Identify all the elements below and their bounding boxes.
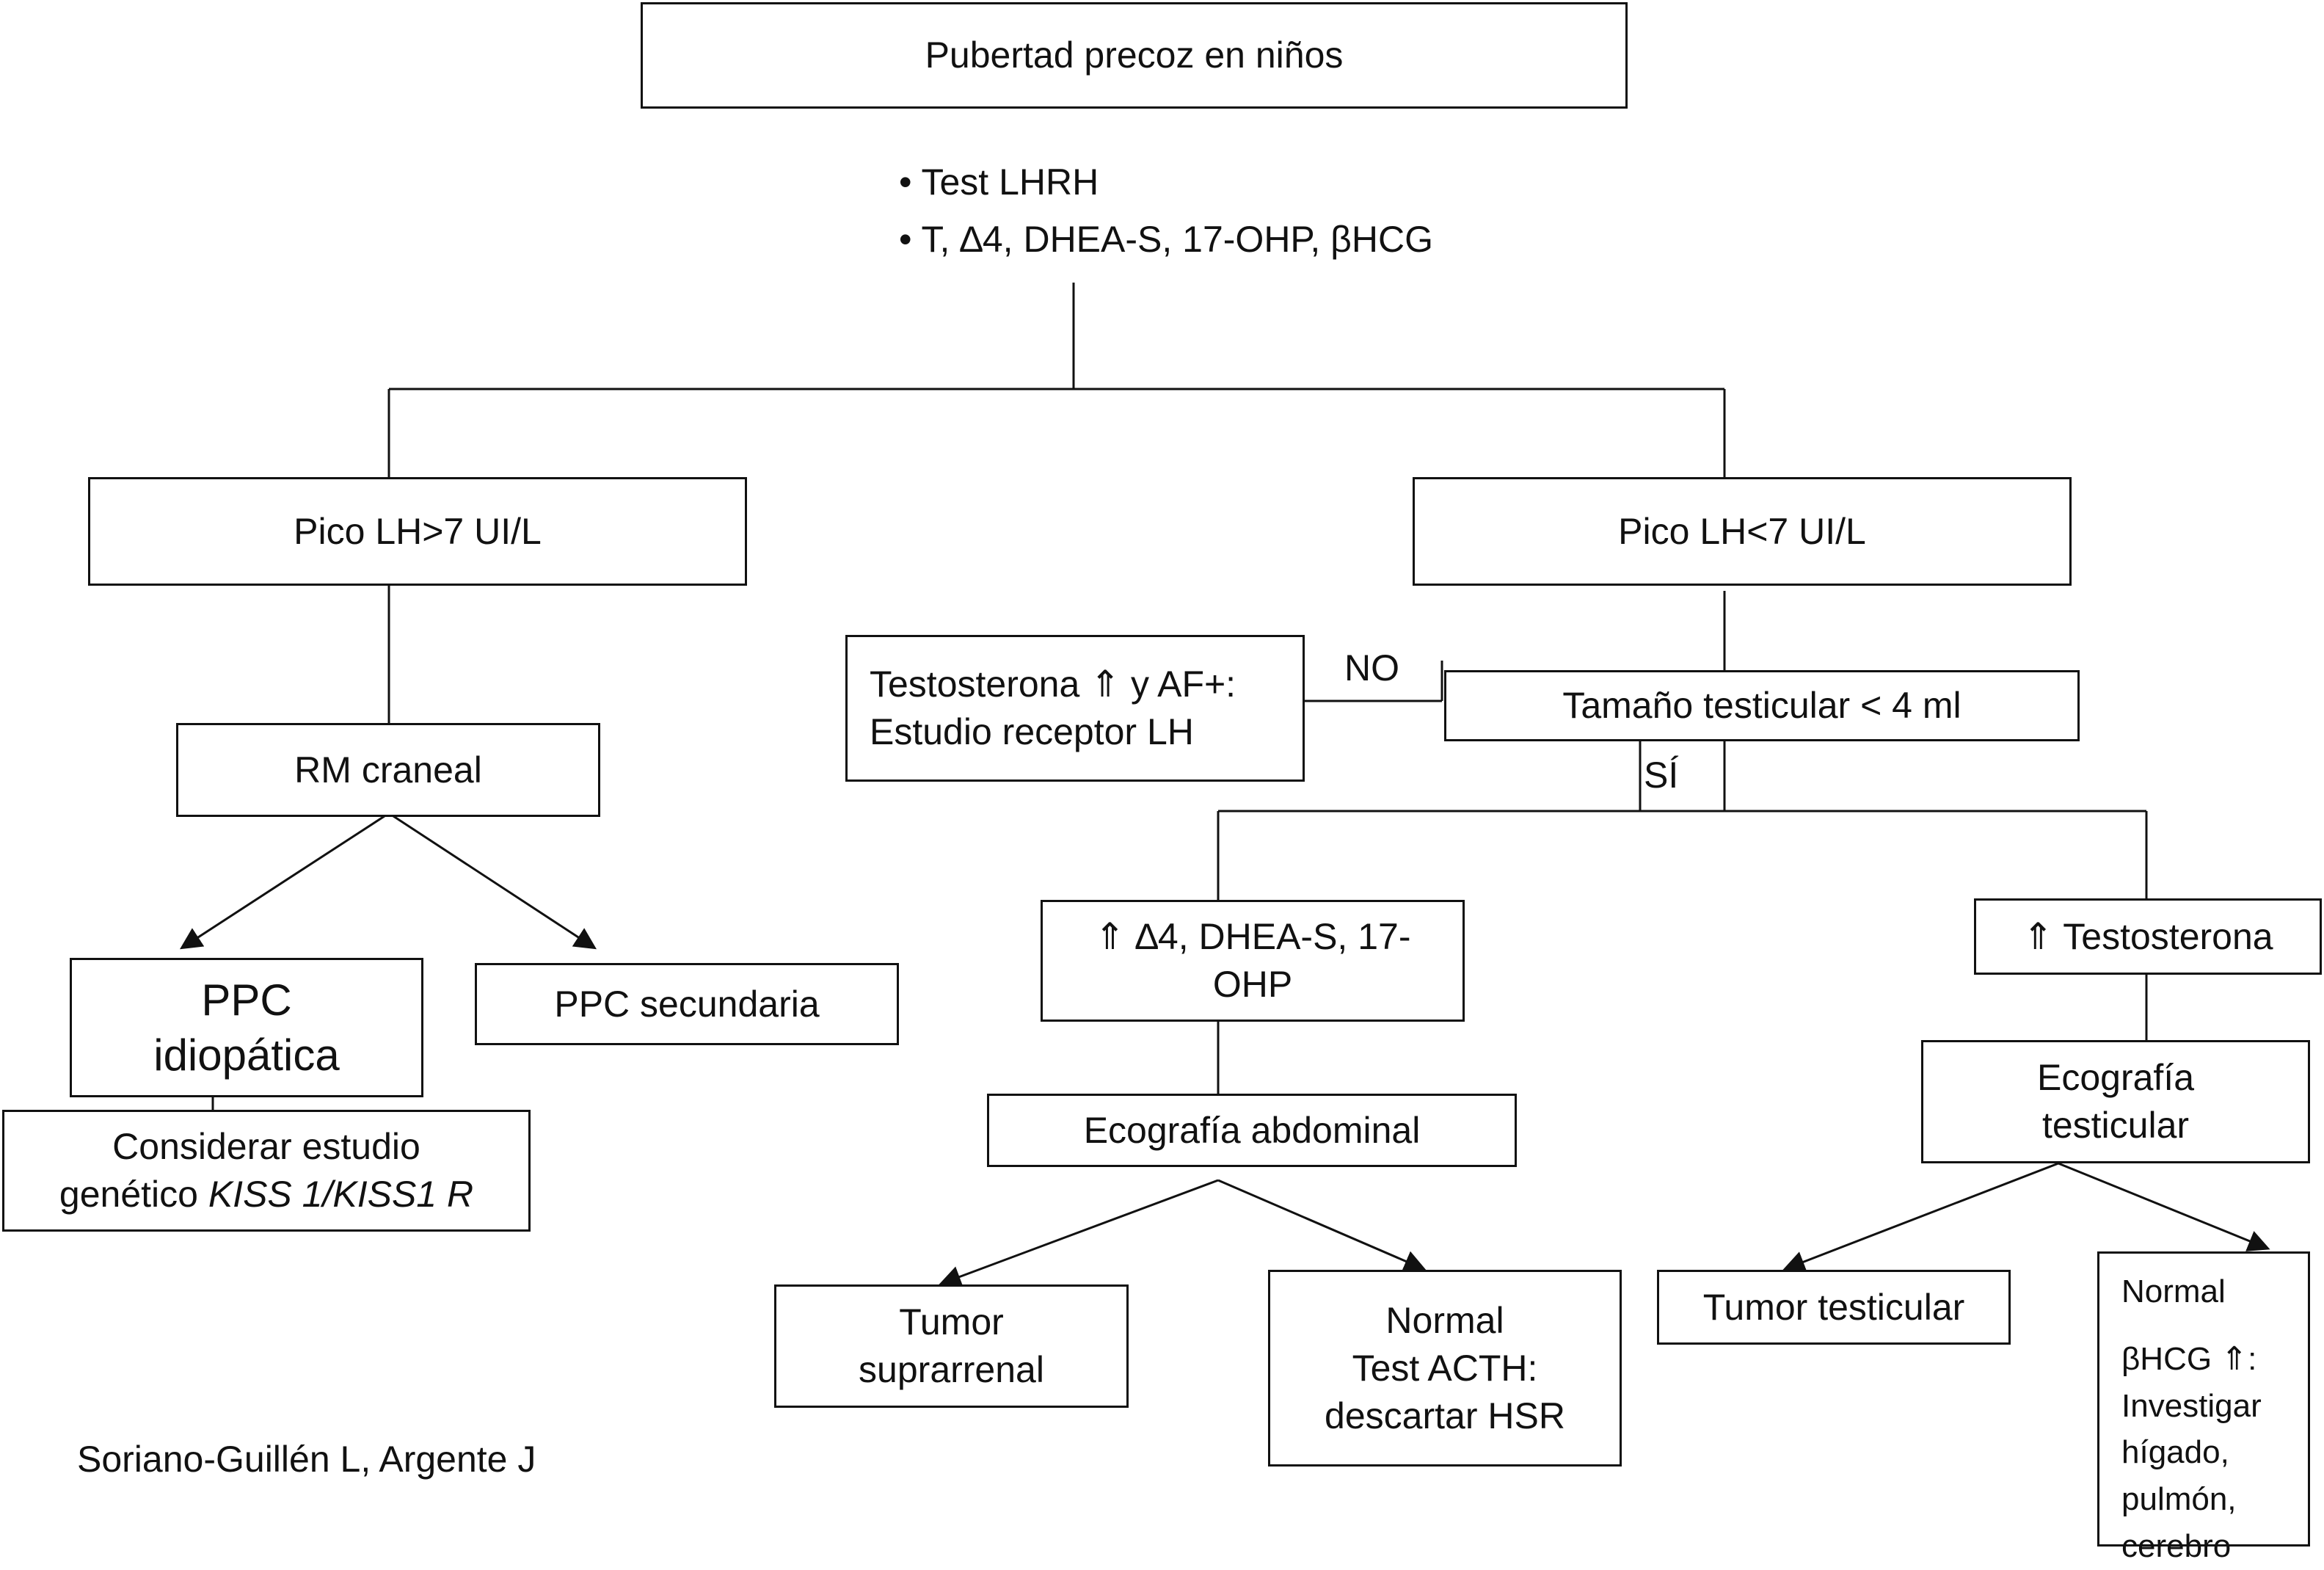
normal-acth-line: Test ACTH:	[1352, 1347, 1538, 1389]
eco-abd-to-tumor	[939, 1179, 1219, 1287]
testosterona-af-box: Testosterona ⇑ y AF+: Estudio receptor L…	[845, 635, 1305, 782]
eco-abdominal-text: Ecografía abdominal	[1083, 1109, 1421, 1151]
ppc-idiopatica-line: idiopática	[153, 1031, 340, 1080]
eco-testicular-line: Ecografía	[2036, 1057, 2194, 1098]
testicular-size-box: Tamaño testicular < 4 ml	[1444, 670, 2080, 741]
normal-hcg-line: cerebro	[2121, 1527, 2232, 1564]
test-item: • Test LHRH	[899, 161, 1099, 203]
eco-testicular-box: Ecografía testicular	[1921, 1040, 2310, 1163]
normal-hcg-line: βHCG ⇑:	[2121, 1340, 2257, 1377]
rm-to-idio	[179, 812, 390, 950]
eco-test-to-tumor	[1782, 1162, 2059, 1273]
eco-test-to-normal	[2058, 1162, 2270, 1251]
title-text: Pubertad precoz en niños	[925, 34, 1344, 76]
normal-hcg-line: hígado,	[2121, 1434, 2229, 1471]
lh-high-box: Pico LH>7 UI/L	[88, 477, 747, 586]
normal-hcg-line: pulmón,	[2121, 1481, 2237, 1518]
lh-low-box: Pico LH<7 UI/L	[1413, 477, 2072, 586]
adrenal-markers-line: OHP	[1212, 964, 1293, 1005]
ppc-secundaria-text: PPC secundaria	[554, 983, 820, 1025]
si-label: SÍ	[1644, 755, 1679, 796]
tumor-testicular-box: Tumor testicular	[1657, 1270, 2011, 1345]
eco-testicular-line: testicular	[2041, 1105, 2190, 1146]
genetic-genes: KISS 1/KISS1 R	[208, 1174, 474, 1215]
rm-to-sec	[388, 812, 597, 950]
ppc-idiopatica-box: PPC idiopática	[70, 958, 423, 1097]
genetic-line: genético KISS 1/KISS1 R	[59, 1171, 473, 1218]
tumor-suprarrenal-box: Tumor suprarrenal	[774, 1284, 1129, 1408]
normal-hcg-line: Investigar	[2121, 1387, 2262, 1424]
normal-acth-line: descartar HSR	[1325, 1395, 1565, 1436]
no-label: NO	[1344, 647, 1399, 688]
testosterona-up-text: ⇑ Testosterona	[2022, 915, 2273, 957]
test-item: • T, ∆4, DHEA-S, 17-OHP, βHCG	[899, 218, 1433, 260]
tumor-suprarrenal-line: suprarrenal	[859, 1349, 1044, 1390]
tests-list: • Test LHRH • T, ∆4, DHEA-S, 17-OHP, βHC…	[899, 154, 1433, 268]
genetic-prefix: genético	[59, 1174, 208, 1215]
testosterona-af-line: Estudio receptor LH	[870, 711, 1194, 752]
credit-text: Soriano-Guillén L, Argente J	[77, 1439, 536, 1480]
testosterona-up-box: ⇑ Testosterona	[1974, 898, 2322, 975]
lh-low-text: Pico LH<7 UI/L	[1618, 510, 1866, 552]
tumor-testicular-text: Tumor testicular	[1702, 1286, 1965, 1328]
adrenal-markers-box: ⇑ ∆4, DHEA-S, 17- OHP	[1041, 900, 1465, 1022]
genetic-study-box: Considerar estudio genético KISS 1/KISS1…	[2, 1110, 531, 1232]
eco-abd-to-normal	[1217, 1179, 1427, 1272]
rm-box: RM craneal	[176, 723, 600, 817]
genetic-line: Considerar estudio	[112, 1126, 420, 1167]
title-box: Pubertad precoz en niños	[641, 2, 1628, 109]
rm-text: RM craneal	[294, 749, 482, 791]
adrenal-markers-line: ⇑ ∆4, DHEA-S, 17-	[1094, 916, 1411, 957]
normal-hcg-line: Normal	[2121, 1273, 2226, 1309]
testosterona-af-line: Testosterona ⇑ y AF+:	[870, 664, 1236, 705]
normal-acth-line: Normal	[1385, 1299, 1504, 1341]
normal-hcg-box: Normal βHCG ⇑: Investigar hígado, pulmón…	[2097, 1251, 2310, 1564]
testicular-size-text: Tamaño testicular < 4 ml	[1562, 685, 1961, 726]
tumor-suprarrenal-line: Tumor	[899, 1301, 1004, 1342]
normal-acth-box: Normal Test ACTH: descartar HSR	[1268, 1270, 1622, 1467]
ppc-idiopatica-line: PPC	[201, 975, 292, 1025]
ppc-secundaria-box: PPC secundaria	[475, 963, 899, 1045]
lh-high-text: Pico LH>7 UI/L	[294, 510, 542, 552]
eco-abdominal-box: Ecografía abdominal	[987, 1094, 1517, 1167]
